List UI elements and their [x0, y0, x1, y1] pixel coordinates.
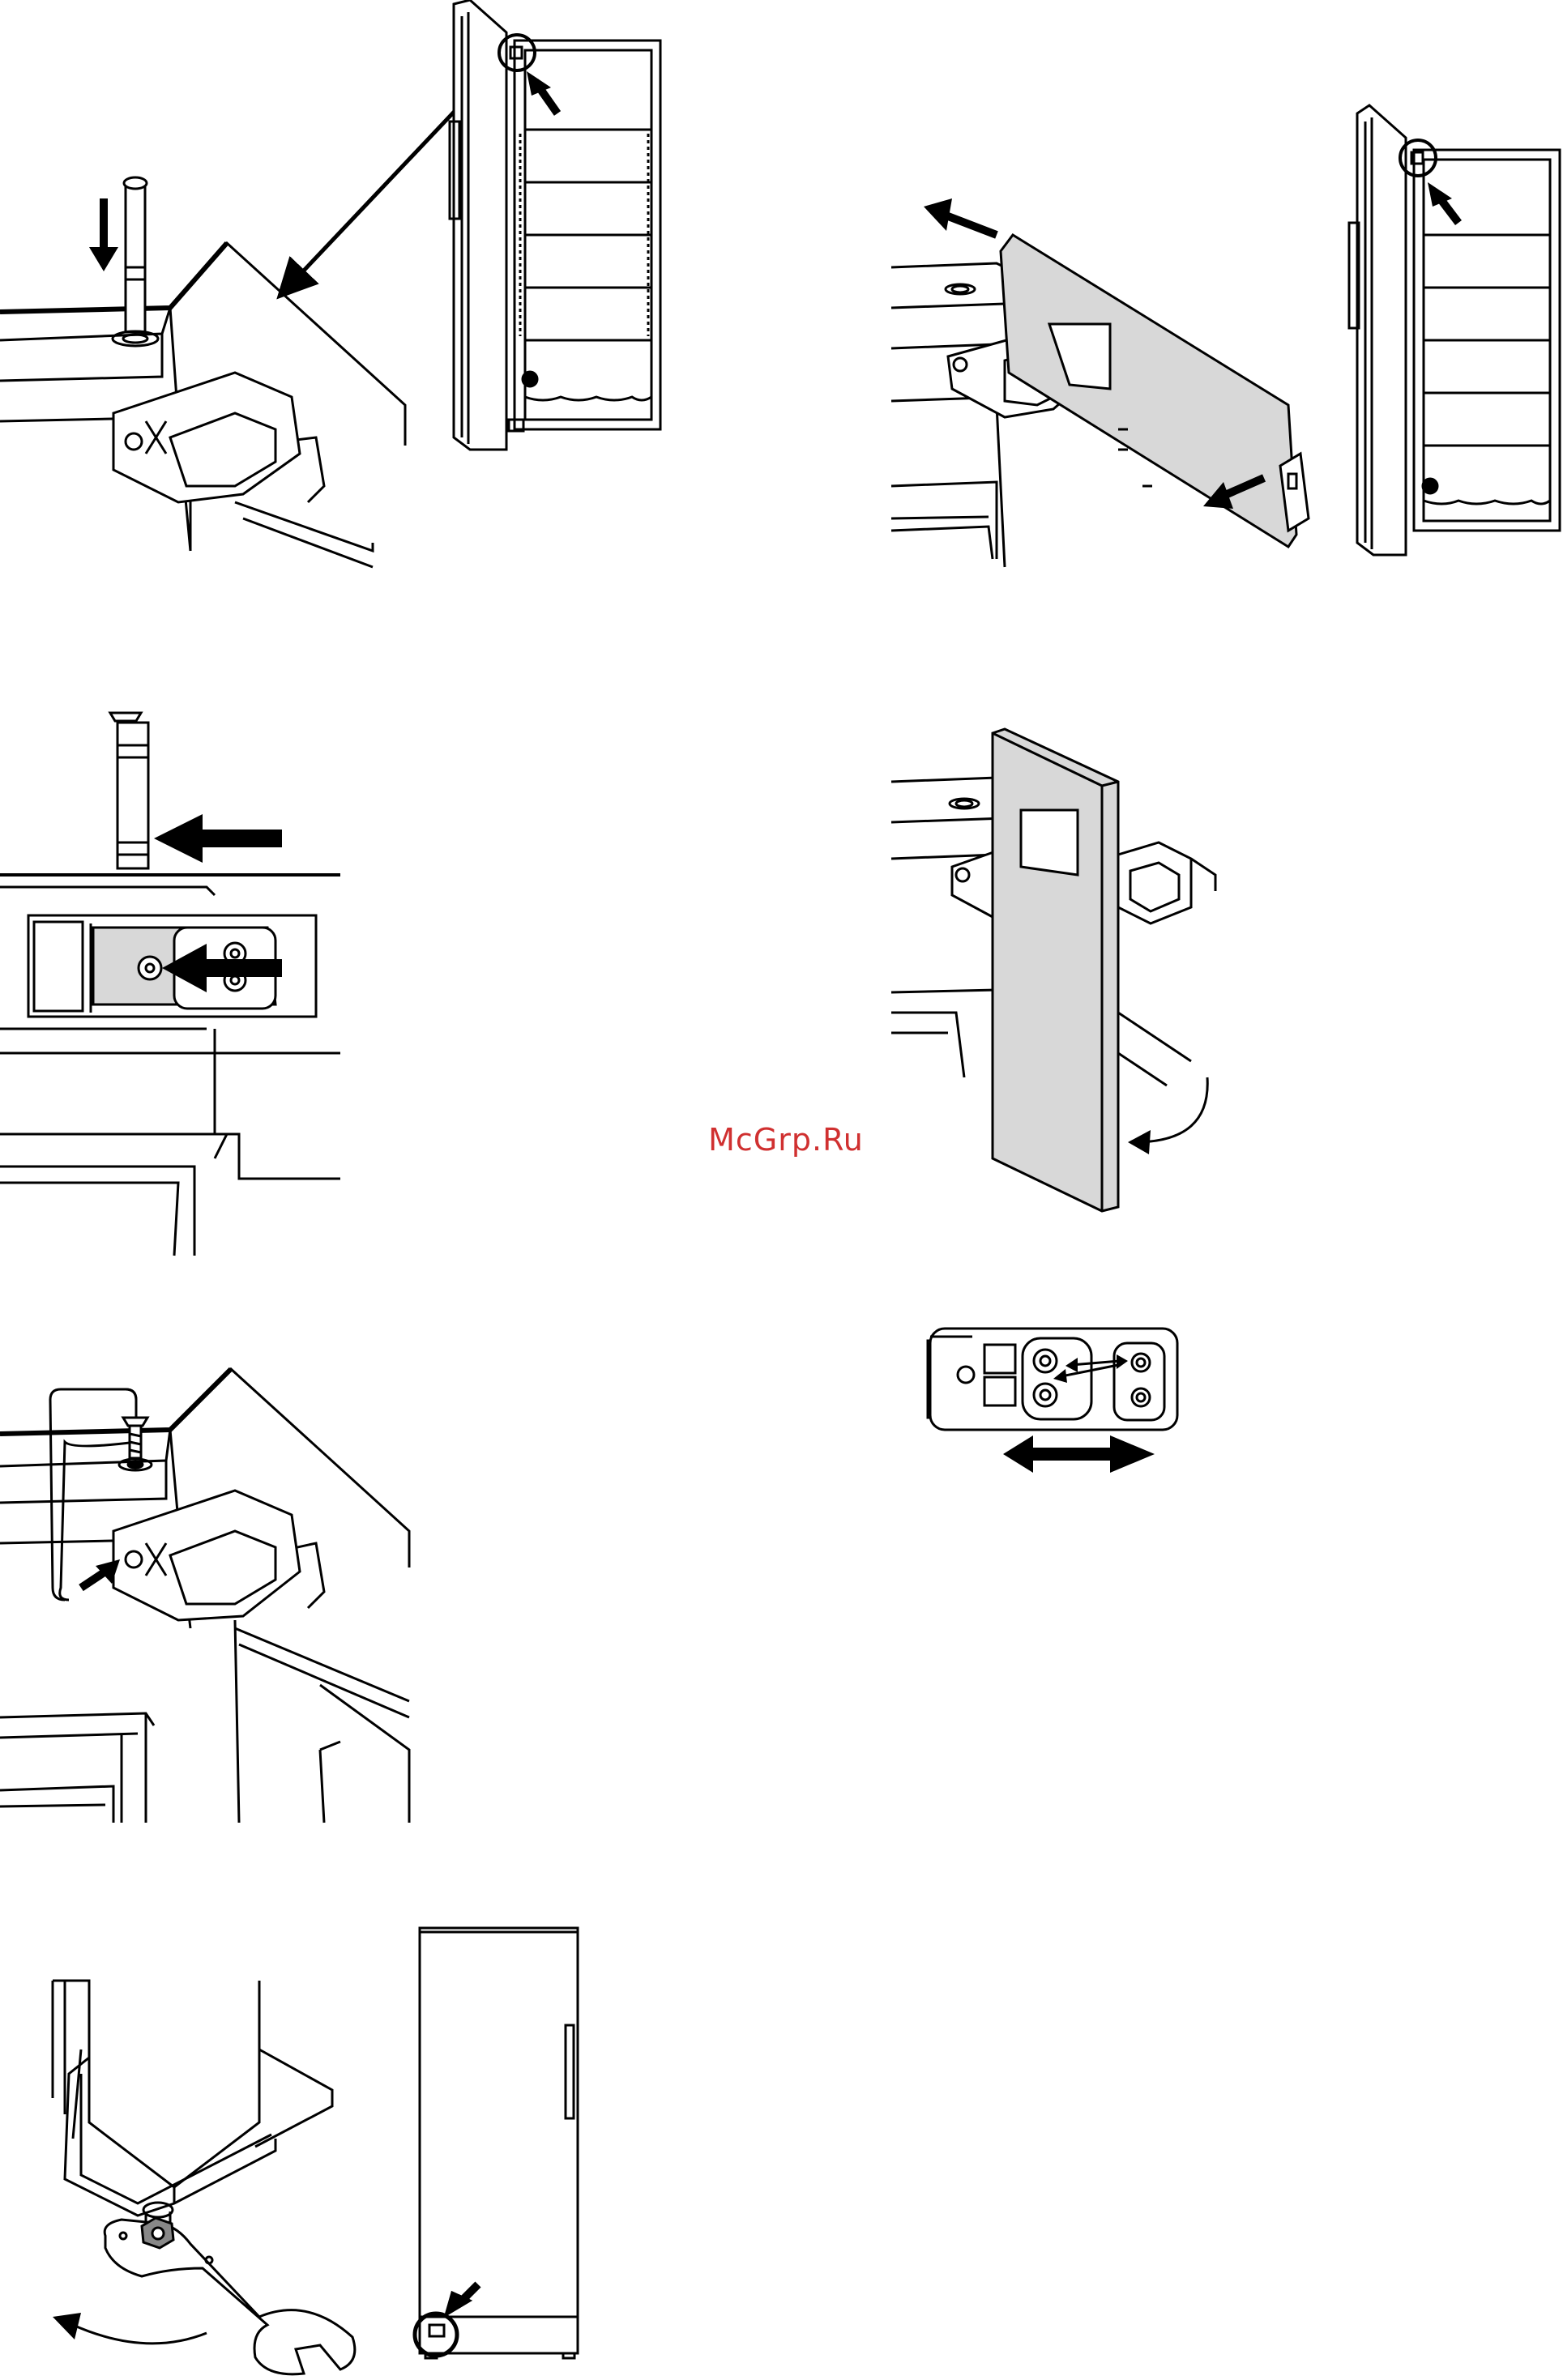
panel-3-insert-pin: [0, 713, 340, 1256]
panel-7-adjust-foot: [53, 1981, 355, 2374]
watermark: McGrp.Ru: [705, 1122, 867, 1158]
panel-2-remove-cover: [891, 198, 1309, 567]
panel-1-remove-hinge-pin: [0, 61, 502, 567]
panel-5-hinge-bracket: [928, 1329, 1177, 1473]
panel-7-fridge-closed: [415, 1928, 578, 2358]
panel-2-fridge-open: [1349, 105, 1560, 555]
panel-4-swing-door: [891, 729, 1215, 1211]
panel-1-fridge-open: [450, 0, 660, 450]
panel-6-fit-screw: [0, 1369, 409, 1823]
